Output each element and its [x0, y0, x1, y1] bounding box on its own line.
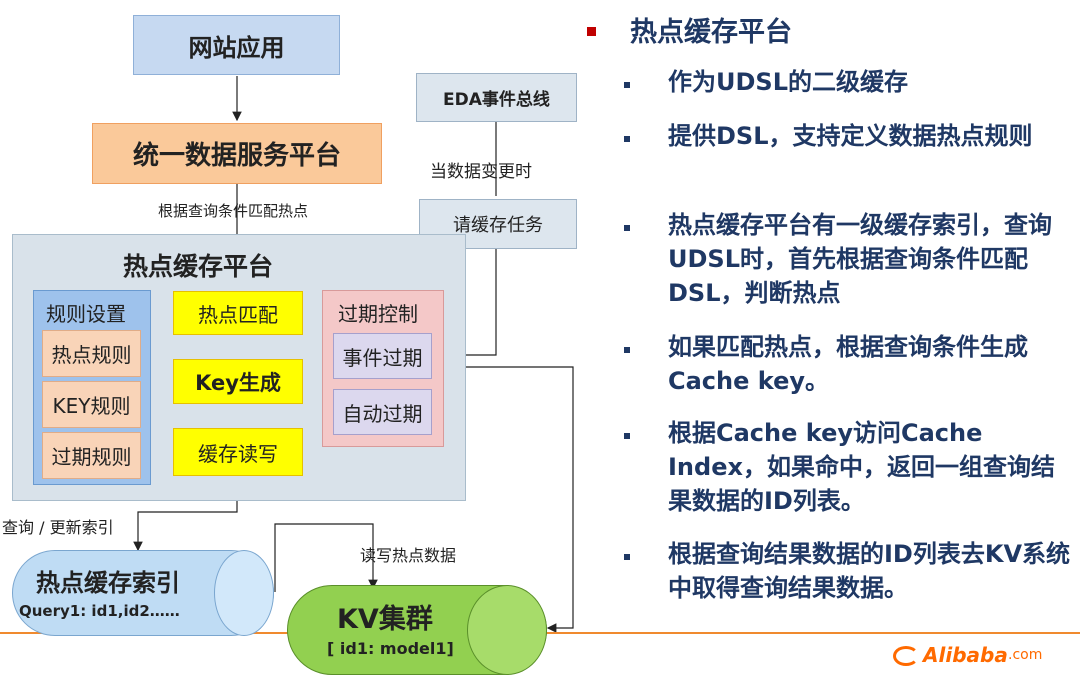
website-app-label: 网站应用 — [188, 33, 285, 62]
on-change-label: 当数据变更时 — [430, 162, 532, 182]
bullet-marker — [624, 225, 630, 231]
hot-match-box: 热点匹配 — [173, 291, 303, 335]
alibaba-logo-icon — [893, 646, 919, 666]
bullet-marker — [624, 554, 630, 560]
auto-expire-label: 自动过期 — [342, 401, 423, 426]
expire-rule-box: 过期规则 — [42, 432, 141, 479]
eda-bus-label: EDA事件总线 — [443, 90, 550, 110]
event-expire-label: 事件过期 — [342, 345, 423, 370]
index-subtitle: Query1: id1,id2…… — [19, 602, 180, 620]
unified-service-box: 统一数据服务平台 — [92, 123, 382, 184]
kv-subtitle: [ id1: model1] — [327, 639, 454, 658]
event-expire-box: 事件过期 — [333, 333, 432, 379]
bullet-text: 如果匹配热点，根据查询条件生成Cache key。 — [668, 333, 1028, 395]
content-heading: 热点缓存平台 — [630, 17, 792, 48]
hot-rule-box: 热点规则 — [42, 330, 141, 377]
heading-marker — [587, 27, 596, 36]
bullet-marker — [624, 433, 630, 439]
hot-match-label: 热点匹配 — [198, 302, 278, 327]
rules-title: 规则设置 — [46, 302, 126, 326]
kv-title: KV集群 — [337, 604, 433, 635]
auto-expire-box: 自动过期 — [333, 389, 432, 435]
cache-rw-label: 缓存读写 — [198, 441, 278, 466]
key-gen-label: Key生成 — [195, 370, 281, 395]
rw-hot-data-label: 读写热点数据 — [360, 546, 457, 565]
bullet-text: 作为UDSL的二级缓存 — [668, 68, 908, 96]
expire-rule-label: 过期规则 — [51, 445, 132, 469]
hot-rule-label: 热点规则 — [51, 343, 132, 367]
eda-bus-box: EDA事件总线 — [416, 73, 577, 122]
kv-cluster-cylinder: KV集群 [ id1: model1] — [287, 585, 547, 675]
bullet-marker — [624, 82, 630, 88]
bullet-marker — [624, 347, 630, 353]
cache-task-label: 请缓存任务 — [453, 215, 543, 236]
alibaba-logo: Alibaba .com — [893, 640, 1073, 674]
logo-text: Alibaba — [923, 643, 1008, 667]
website-app-box: 网站应用 — [133, 15, 340, 75]
bullet-text: 热点缓存平台有一级缓存索引，查询UDSL时，首先根据查询条件匹配DSL，判断热点 — [668, 211, 1052, 307]
hot-cache-index-cylinder: 热点缓存索引 Query1: id1,id2…… — [12, 550, 274, 636]
key-gen-box: Key生成 — [173, 359, 303, 404]
bullet-text: 提供DSL，支持定义数据热点规则 — [668, 122, 1033, 150]
platform-title: 热点缓存平台 — [123, 252, 274, 281]
key-rule-box: KEY规则 — [42, 381, 141, 428]
logo-suffix: .com — [1008, 647, 1043, 663]
cache-rw-box: 缓存读写 — [173, 428, 303, 476]
index-title: 热点缓存索引 — [36, 569, 180, 597]
bullet-marker — [624, 136, 630, 142]
query-update-index-label: 查询 / 更新索引 — [2, 518, 114, 537]
bullet-text: 根据查询结果数据的ID列表去KV系统中取得查询结果数据。 — [668, 540, 1071, 602]
match-hotspot-label: 根据查询条件匹配热点 — [158, 202, 309, 220]
unified-service-label: 统一数据服务平台 — [132, 141, 341, 171]
key-rule-label: KEY规则 — [52, 394, 131, 418]
expire-control-title: 过期控制 — [338, 302, 418, 326]
bullet-text: 根据Cache key访问Cache Index，如果命中，返回一组查询结果数据… — [668, 419, 1055, 515]
